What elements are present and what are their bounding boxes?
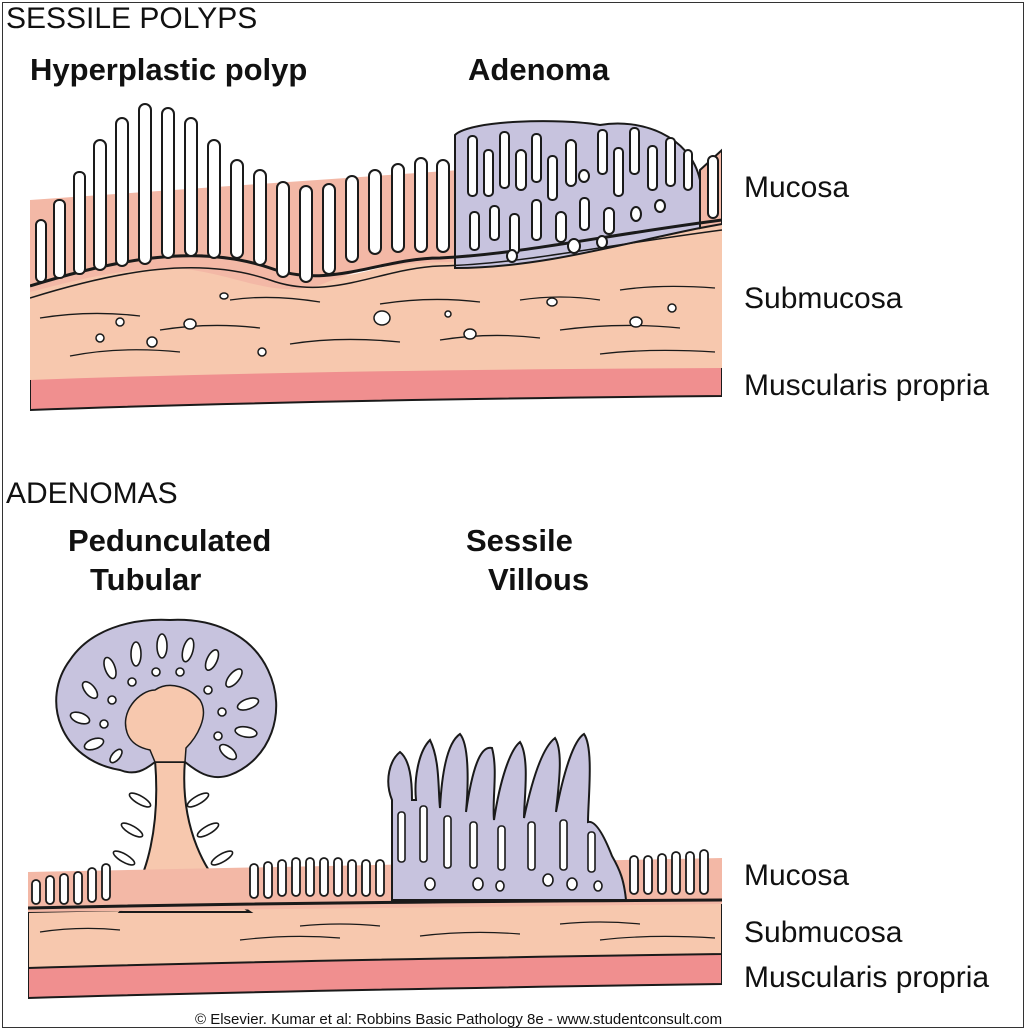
bottom-panel — [28, 620, 722, 998]
title-pedunculated: Pedunculated — [68, 523, 271, 558]
heading-sessile-polyps: SESSILE POLYPS — [6, 2, 257, 35]
title-sessile: Sessile — [466, 523, 573, 558]
top-label-muscularis: Muscularis propria — [744, 369, 989, 402]
heading-adenomas: ADENOMAS — [6, 477, 178, 510]
title-hyperplastic-polyp: Hyperplastic polyp — [30, 52, 307, 87]
title-villous: Villous — [488, 562, 589, 597]
top-panel — [30, 104, 722, 410]
copyright-credit: © Elsevier. Kumar et al: Robbins Basic P… — [195, 1011, 722, 1028]
title-tubular: Tubular — [90, 562, 201, 597]
bottom-label-mucosa: Mucosa — [744, 859, 849, 892]
bottom-label-submucosa: Submucosa — [744, 916, 903, 949]
top-label-mucosa: Mucosa — [744, 171, 849, 204]
top-label-submucosa: Submucosa — [744, 282, 903, 315]
title-adenoma: Adenoma — [468, 52, 610, 87]
bottom-label-muscularis: Muscularis propria — [744, 961, 989, 994]
